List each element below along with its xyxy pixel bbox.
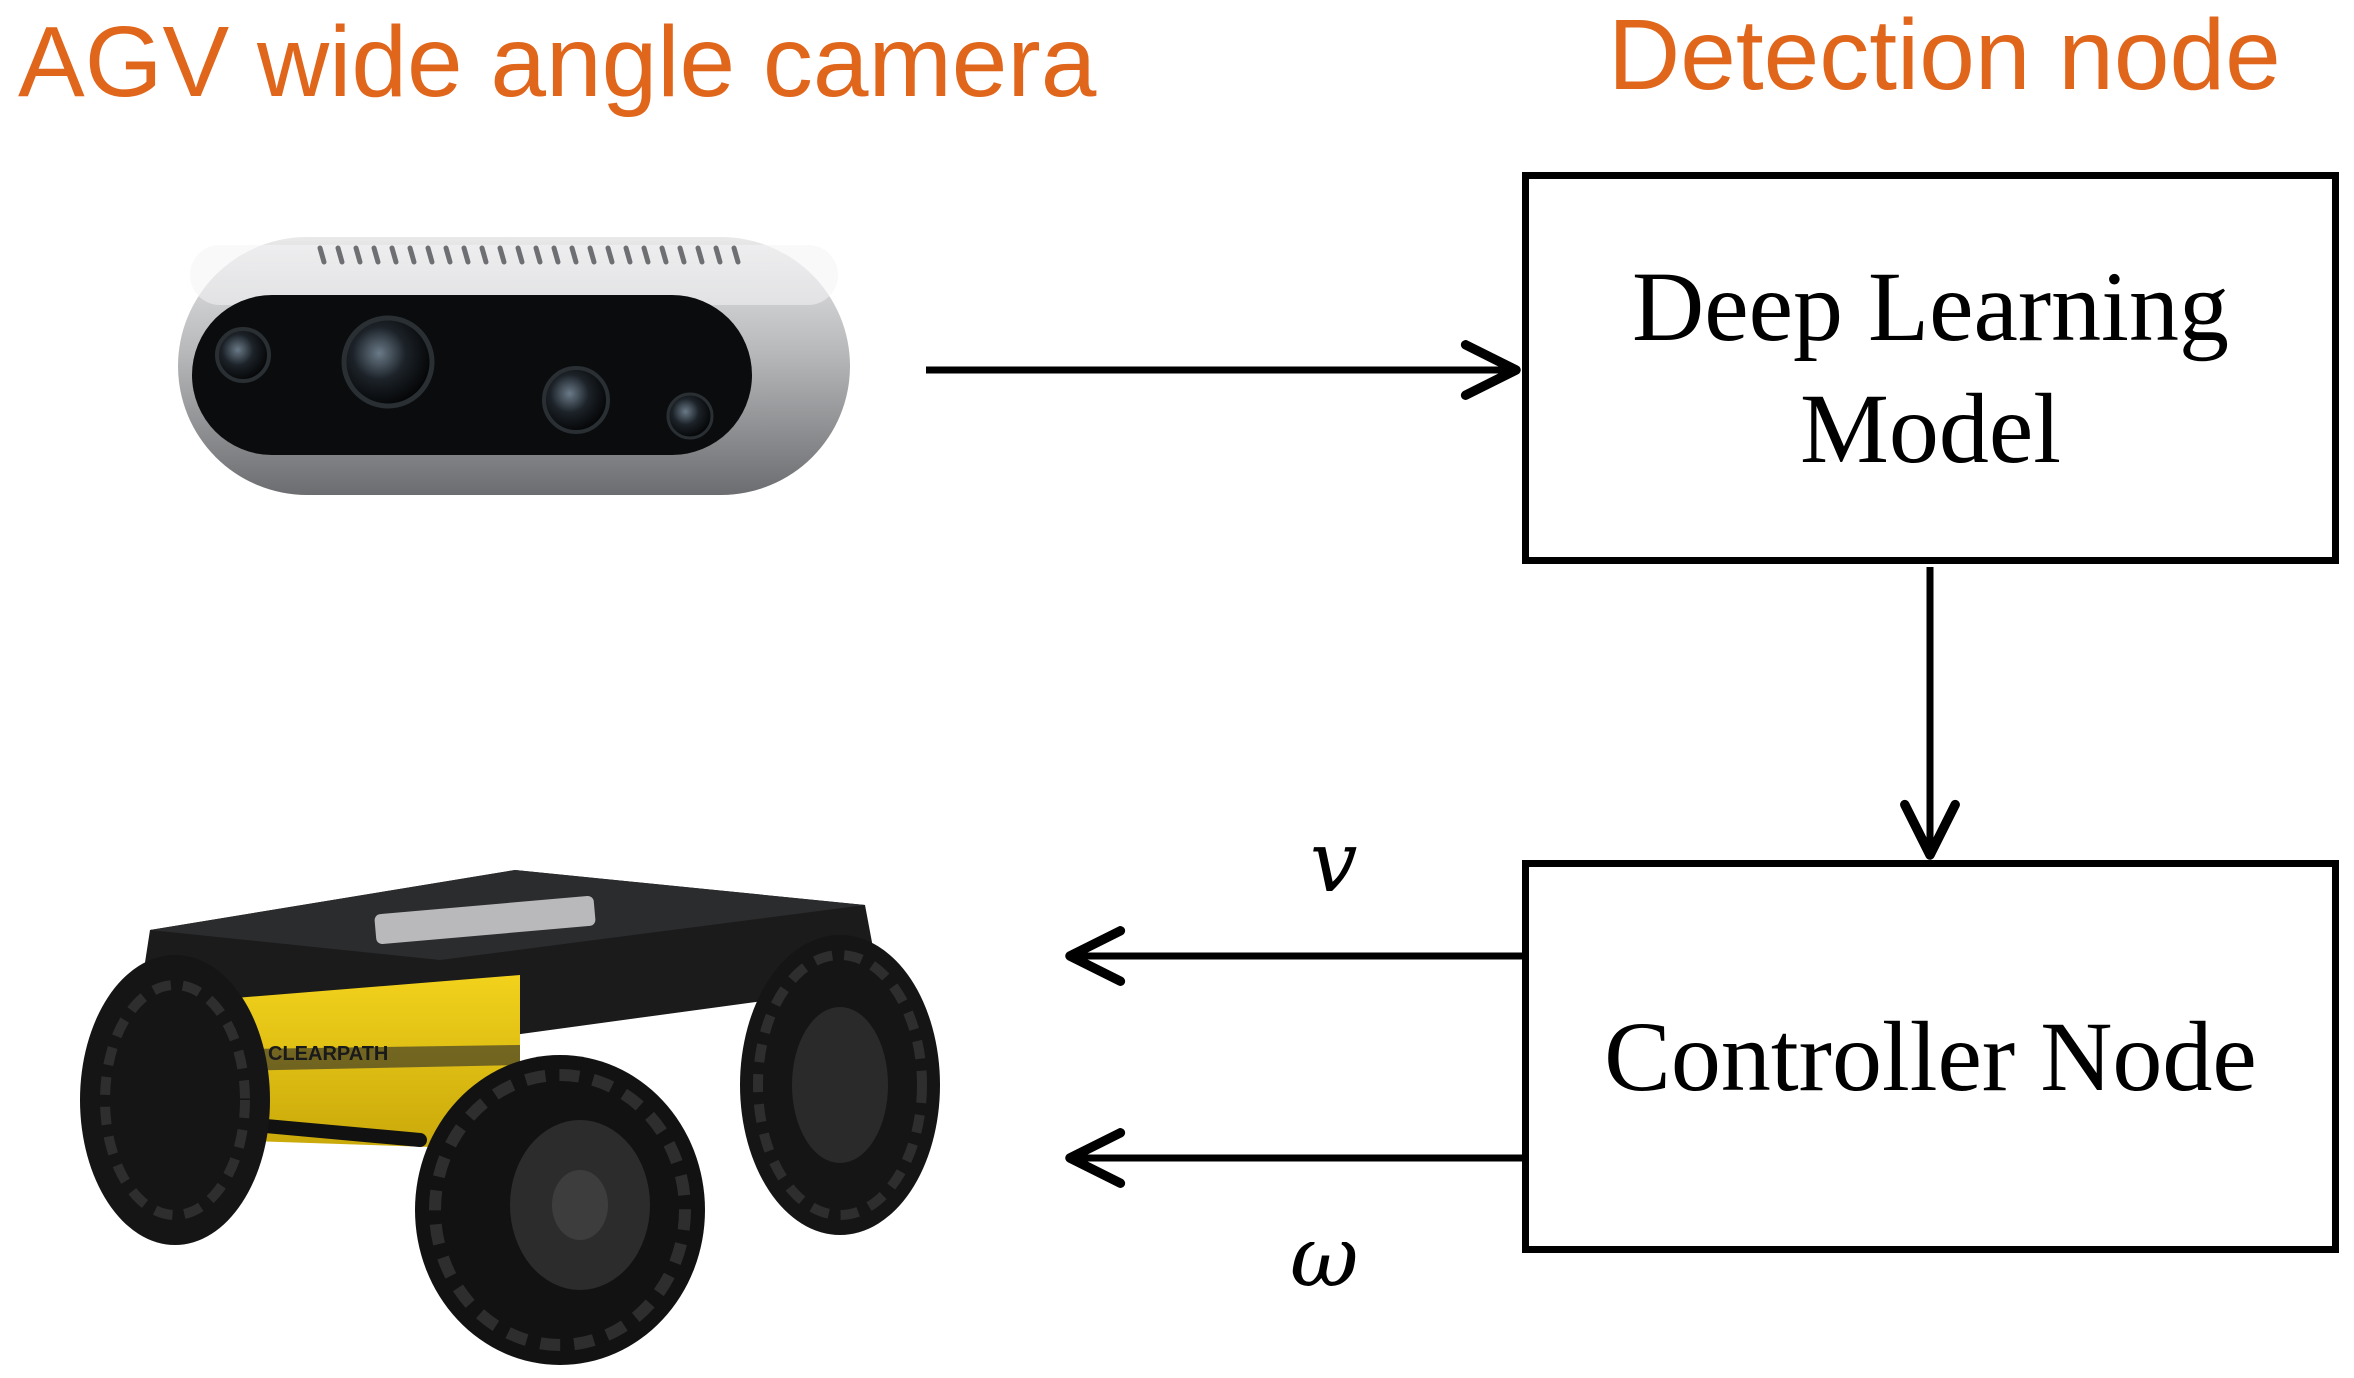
controller-node-box: Controller Node — [1522, 860, 2339, 1253]
linear-velocity-label: v — [1310, 813, 1358, 911]
angular-velocity-label: ω — [1290, 1208, 1359, 1306]
depth-camera-icon — [178, 237, 850, 495]
camera-vent-grille — [317, 245, 741, 265]
deep-learning-label-line1: Deep Learning — [1632, 251, 2229, 362]
controller-node-label: Controller Node — [1604, 1001, 2257, 1112]
clearpath-logo: ◉ CLEARPATH — [245, 1043, 388, 1065]
agv-robot-icon: ◉ CLEARPATH — [80, 870, 940, 1365]
deep-learning-model-box: Deep Learning Model — [1522, 172, 2339, 564]
camera-heading: AGV wide angle camera — [18, 6, 1097, 118]
detection-node-heading: Detection node — [1608, 0, 2281, 111]
deep-learning-label-line2: Model — [1799, 373, 2062, 484]
